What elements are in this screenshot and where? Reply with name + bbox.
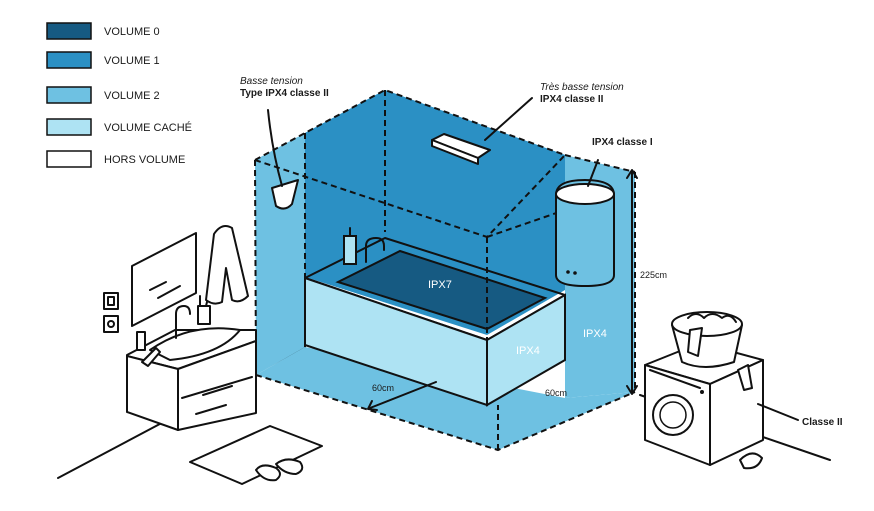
legend-label: VOLUME 0	[104, 26, 160, 38]
dim-60-left-label: 60cm	[372, 383, 394, 393]
legend: VOLUME 0 VOLUME 1 VOLUME 2 VOLUME CACHÉ …	[46, 22, 192, 168]
zone-label-ipx4-side: IPX4	[583, 328, 607, 340]
legend-label: HORS VOLUME	[104, 154, 185, 166]
washer-label: Classe II	[802, 417, 843, 428]
dim-60-right-label: 60cm	[545, 388, 567, 398]
legend-item-out-of-volume: HORS VOLUME	[46, 150, 185, 168]
bathtub	[304, 227, 566, 407]
wall-fixture-left	[267, 109, 299, 210]
legend-item-volume-1: VOLUME 1	[46, 51, 160, 69]
legend-swatch	[46, 22, 92, 40]
laundry-basket	[671, 311, 743, 368]
legend-item-volume-2: VOLUME 2	[46, 86, 160, 104]
very-low-voltage-italic: Très basse tension	[540, 82, 624, 93]
floor-dimension-left	[367, 381, 437, 411]
legend-swatch	[46, 51, 92, 69]
legend-label: VOLUME CACHÉ	[104, 121, 192, 134]
low-voltage-italic: Basse tension	[240, 76, 303, 87]
legend-swatch	[46, 150, 92, 168]
heater-label: IPX4 classe I	[592, 137, 653, 148]
legend-label: VOLUME 2	[104, 90, 160, 102]
legend-swatch	[46, 118, 92, 136]
legend-label: VOLUME 1	[104, 55, 160, 67]
ceiling-light	[431, 97, 533, 165]
zone-label-ipx7: IPX7	[428, 279, 452, 291]
water-heater	[555, 159, 615, 288]
vanity	[126, 295, 257, 431]
bath-mat	[189, 425, 323, 485]
tub-side-hidden-volume	[486, 293, 566, 407]
mirror	[131, 232, 197, 327]
zone-label-ipx4-tub: IPX4	[516, 345, 540, 357]
height-dim-label: 225cm	[640, 270, 667, 280]
volume-0-basin	[335, 249, 548, 331]
legend-swatch	[46, 86, 92, 104]
legend-item-volume-hidden: VOLUME CACHÉ	[46, 118, 192, 136]
low-voltage-bold: Type IPX4 classe II	[240, 88, 329, 99]
height-dimension	[626, 169, 638, 395]
shower-bottle	[343, 235, 357, 265]
legend-item-volume-0: VOLUME 0	[46, 22, 160, 40]
wall-switches	[103, 292, 119, 333]
very-low-voltage-bold: IPX4 classe II	[540, 94, 604, 105]
volume-boundaries	[254, 88, 636, 452]
towel	[205, 225, 249, 305]
